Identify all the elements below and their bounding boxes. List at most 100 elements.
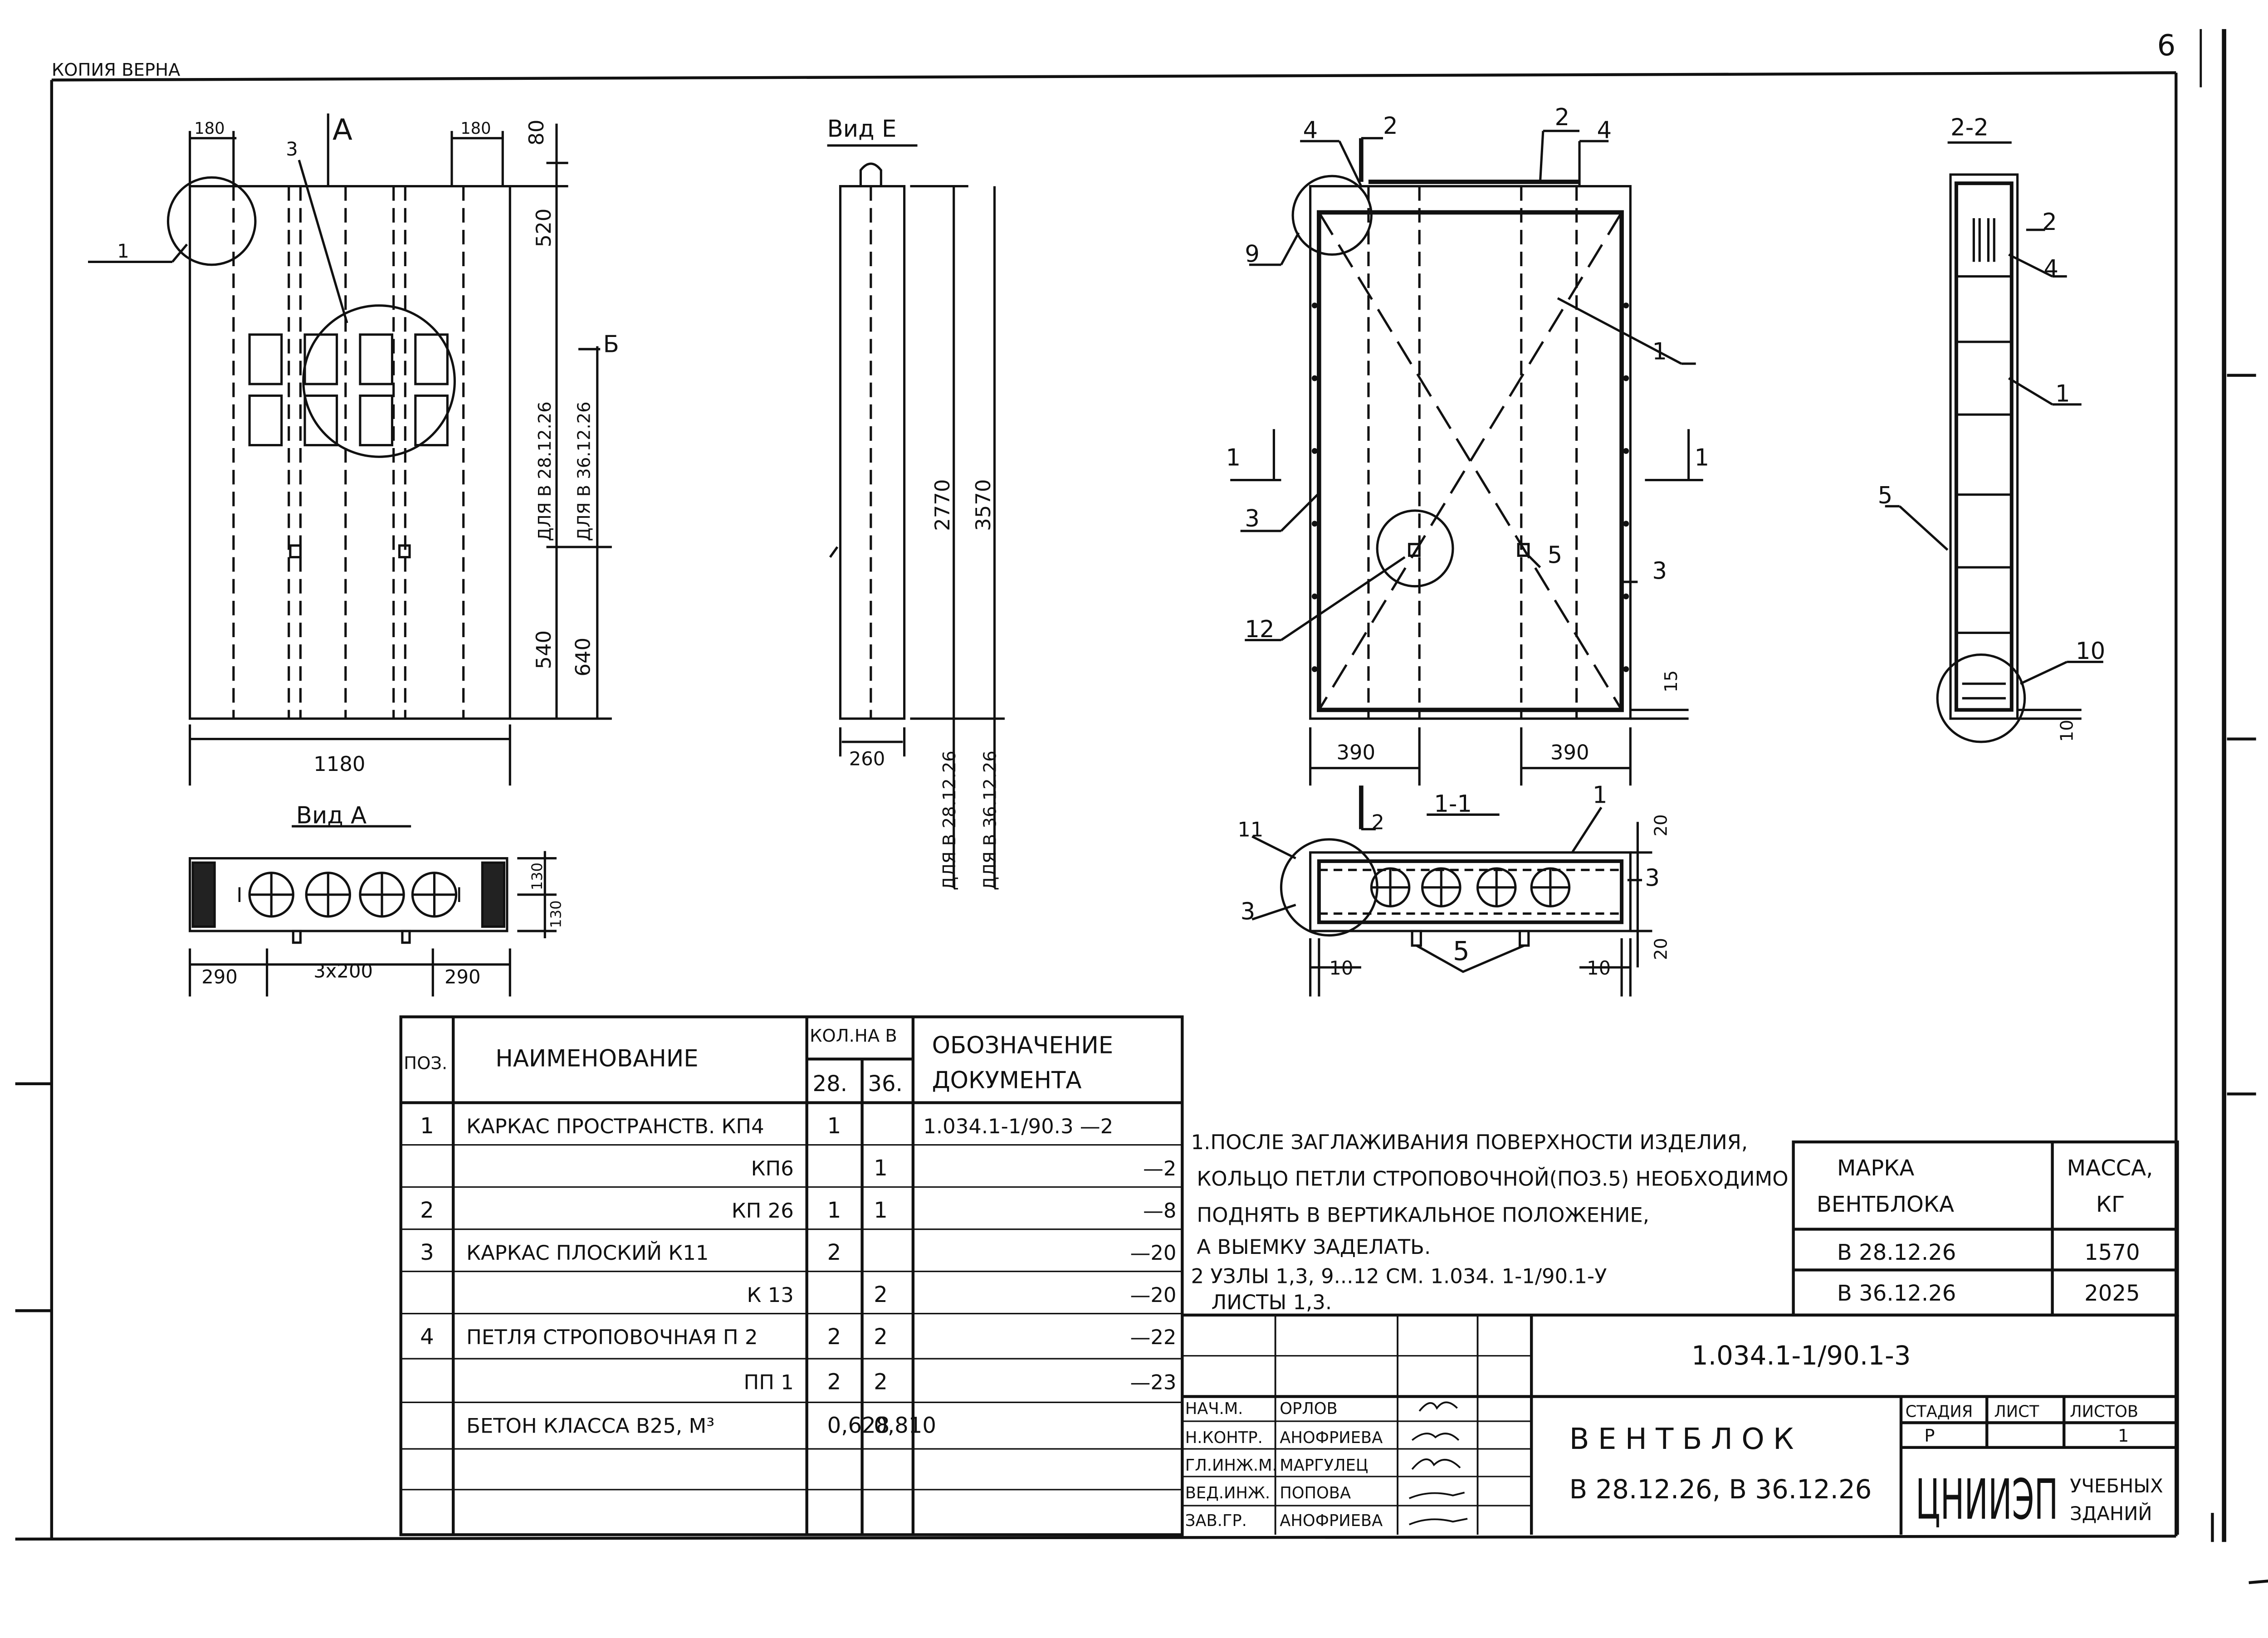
signer-role: НАЧ.М.	[1185, 1399, 1243, 1418]
s11-callout-3-right: 3	[1645, 865, 1660, 892]
spec-row-name: БЕТОН КЛАССА В25, М³	[466, 1414, 714, 1438]
spec-h-doc2: ДОКУМЕНТА	[932, 1067, 1082, 1094]
frame-callout-4-right: 4	[1597, 117, 1612, 144]
note-line: ЛИСТЫ 1,3.	[1211, 1290, 1332, 1314]
spec-row-q28: 2	[827, 1240, 841, 1265]
s11-section-mark: 2	[1371, 810, 1384, 834]
dim-390-right: 390	[1550, 740, 1589, 764]
spec-row-doc: —22	[1130, 1325, 1176, 1349]
spec-h-pos: ПОЗ.	[404, 1053, 447, 1074]
signer-name: АНОФРИЕВА	[1280, 1511, 1383, 1530]
section-2-2-title: 2-2	[1950, 114, 1989, 141]
dim-180-left: 180	[194, 119, 225, 138]
frame-view: 2 4 2 4 9 1 3 3 5 12 1 1 390 390 15	[1226, 104, 1709, 786]
mass-h-mark1: МАРКА	[1837, 1155, 1915, 1181]
s11-dim-10-right: 10	[1587, 957, 1611, 979]
spec-row-doc: —20	[1130, 1241, 1176, 1265]
frame-callout-1: 1	[1652, 338, 1667, 365]
mass-row1-mark: В 28.12.26	[1837, 1240, 1956, 1265]
title: ВЕНТБЛОК	[1569, 1422, 1803, 1456]
spec-h-doc1: ОБОЗНАЧЕНИЕ	[932, 1032, 1114, 1059]
spec-row-name: ПП 1	[743, 1370, 793, 1394]
frame-callout-3-right: 3	[1652, 558, 1667, 585]
spec-row-q36: 1	[874, 1155, 888, 1181]
s22-callout-2: 2	[2042, 209, 2057, 236]
doc-code: 1.034.1-1/90.1-3	[1691, 1340, 1911, 1371]
spec-h-name: НАИМЕНОВАНИЕ	[495, 1045, 698, 1072]
spec-row-name: К 13	[747, 1283, 794, 1307]
note-for-28: ДЛЯ В 28.12.26	[535, 401, 555, 541]
spec-row-pos: 3	[420, 1240, 434, 1265]
signer-name: ПОПОВА	[1280, 1484, 1351, 1502]
note-line: ПОДНЯТЬ В ВЕРТИКАЛЬНОЕ ПОЛОЖЕНИЕ,	[1197, 1203, 1649, 1227]
view-a-mark-right: I	[456, 883, 462, 907]
signers: НАЧ.М.ОРЛОВН.КОНТР.АНОФРИЕВАГЛ.ИНЖ.М.МАР…	[1185, 1399, 1383, 1530]
dim-1180: 1180	[313, 752, 365, 776]
dim-390-left: 390	[1336, 740, 1375, 764]
page-number: 6	[2157, 29, 2176, 63]
spec-row-q36: 2	[874, 1282, 888, 1307]
spec-row-name: КП 26	[732, 1199, 794, 1223]
subtitle: В 28.12.26, В 36.12.26	[1569, 1474, 1872, 1505]
spec-row-name: ПЕТЛЯ СТРОПОВОЧНАЯ П 2	[466, 1325, 758, 1349]
section-2-2: 2-2 2 4 1 5 10 10	[1878, 114, 2105, 743]
s22-callout-5: 5	[1878, 482, 1893, 509]
view-a-mark-left: I	[236, 883, 242, 907]
note-line: КОЛЬЦО ПЕТЛИ СТРОПОВОЧНОЙ(ПОЗ.5) НЕОБХОД…	[1197, 1166, 1788, 1190]
signer-role: ВЕД.ИНЖ.	[1185, 1484, 1270, 1502]
signer-name: МАРГУЛЕЦ	[1280, 1456, 1368, 1475]
mass-h-mark2: ВЕНТБЛОКА	[1817, 1192, 1954, 1217]
stage-value: Р	[1924, 1426, 1935, 1446]
spec-table: ПОЗ. НАИМЕНОВАНИЕ КОЛ.НА В 28. 36. ОБОЗН…	[399, 1015, 1184, 1536]
spec-row-name: КП6	[751, 1156, 794, 1180]
frame-callout-9: 9	[1245, 240, 1260, 268]
dim-520: 520	[532, 209, 556, 248]
section-1-1: 1-1 2 1 11 3 3 5 20 20 10 10	[1237, 782, 1672, 997]
s22-callout-4: 4	[2043, 255, 2058, 282]
title-block: 1.034.1-1/90.1-3 ВЕНТБЛОК В 28.12.26, В …	[1182, 1313, 2179, 1535]
spec-row-doc: —20	[1130, 1283, 1176, 1307]
spec-row-q28: 2	[827, 1324, 841, 1350]
section-mark-a: A	[332, 113, 352, 147]
view-e-note-28: ДЛЯ В 28.12.26	[939, 751, 960, 890]
view-e: Вид Е 2770 3570 260 ДЛЯ В 28.12.26 ДЛЯ В…	[827, 116, 1005, 890]
spec-row-q36: 0,810	[874, 1413, 936, 1438]
spec-row-doc: —8	[1143, 1199, 1176, 1223]
spec-row-name: КАРКАС ПЛОСКИЙ К11	[466, 1241, 709, 1265]
dim-540: 540	[532, 630, 556, 669]
mass-h-mass1: МАССА,	[2067, 1155, 2153, 1181]
callout-3: 3	[286, 138, 298, 160]
notes: 1.ПОСЛЕ ЗАГЛАЖИВАНИЯ ПОВЕРХНОСТИ ИЗДЕЛИЯ…	[1191, 1130, 1789, 1314]
s22-callout-1: 1	[2055, 380, 2070, 407]
sheets-value: 1	[2118, 1426, 2129, 1446]
callout-1: 1	[117, 240, 129, 262]
mass-row2-mark: В 36.12.26	[1837, 1281, 1956, 1306]
frame-callout-2-right: 2	[1555, 104, 1570, 131]
org-note2: ЗДАНИЙ	[2070, 1502, 2152, 1525]
s22-callout-10: 10	[2076, 638, 2105, 665]
mass-table: МАРКА ВЕНТБЛОКА МАССА, КГ В 28.12.26 157…	[1792, 1140, 2179, 1317]
dim-130-b: 130	[547, 900, 565, 928]
signer-role: Н.КОНТР.	[1185, 1428, 1263, 1447]
signatures	[1408, 1401, 1468, 1526]
spec-row-doc: 1.034.1-1/90.3 —2	[923, 1114, 1113, 1138]
spec-row-q36: 1	[874, 1198, 888, 1223]
note-line: 1.ПОСЛЕ ЗАГЛАЖИВАНИЯ ПОВЕРХНОСТИ ИЗДЕЛИЯ…	[1191, 1130, 1748, 1154]
spec-row-doc: —23	[1130, 1370, 1176, 1394]
dim-15: 15	[1661, 670, 1681, 692]
s11-callout-3-left: 3	[1241, 898, 1256, 925]
frame-callout-5: 5	[1547, 541, 1562, 569]
s11-callout-11: 11	[1237, 817, 1263, 841]
signer-role: ГЛ.ИНЖ.М.	[1185, 1456, 1277, 1475]
spec-row-q36: 2	[874, 1324, 888, 1350]
s11-dim-20-bottom: 20	[1651, 938, 1672, 960]
spec-row-q28: 2	[827, 1369, 841, 1394]
dim-290-left: 290	[201, 965, 238, 988]
s11-dim-20-top: 20	[1651, 814, 1672, 837]
note-for-36: ДЛЯ В 36.12.26	[574, 401, 595, 541]
mass-row2-mass: 2025	[2084, 1281, 2140, 1306]
dim-290-right: 290	[445, 965, 481, 988]
section-1-left: 1	[1226, 444, 1241, 472]
spec-row-doc: —2	[1143, 1156, 1176, 1180]
signer-role: ЗАВ.ГР.	[1185, 1511, 1247, 1530]
